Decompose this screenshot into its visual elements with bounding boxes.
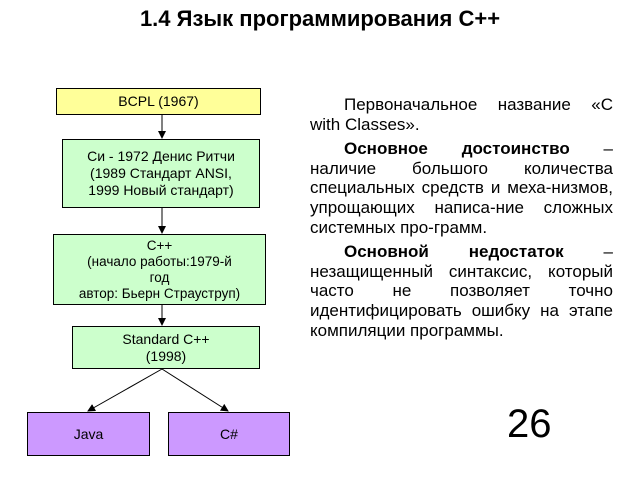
description-text: Первоначальное название «C with Classes»… <box>310 95 613 345</box>
slide-title: 1.4 Язык программирования С++ <box>139 6 501 31</box>
drawback-heading: Основной недостаток <box>344 242 564 262</box>
arrow-std-to-csharp <box>161 368 229 412</box>
advantage-text: – наличие большого количества специальны… <box>310 139 613 237</box>
node-java: Java <box>27 412 150 456</box>
page-number: 26 <box>507 402 552 446</box>
paragraph-original-name: Первоначальное название «C with Classes»… <box>310 95 613 134</box>
paragraph-drawback: Основной недостаток – незащищенный синта… <box>310 242 613 340</box>
drawback-text: – незащищенный синтаксис, который часто … <box>310 242 613 340</box>
node-bcpl: BCPL (1967) <box>56 88 261 115</box>
node-cpp: С++ (начало работы:1979-й год автор: Бье… <box>53 234 266 305</box>
node-standard-cpp: Standard C++ (1998) <box>72 326 260 369</box>
advantage-heading: Основное достоинство <box>344 139 570 159</box>
node-c-1972: Си - 1972 Денис Ритчи (1989 Стандарт ANS… <box>62 139 260 208</box>
arrow-std-to-java <box>87 368 163 412</box>
paragraph-advantage: Основное достоинство – наличие большого … <box>310 139 613 237</box>
node-csharp: C# <box>168 412 290 456</box>
